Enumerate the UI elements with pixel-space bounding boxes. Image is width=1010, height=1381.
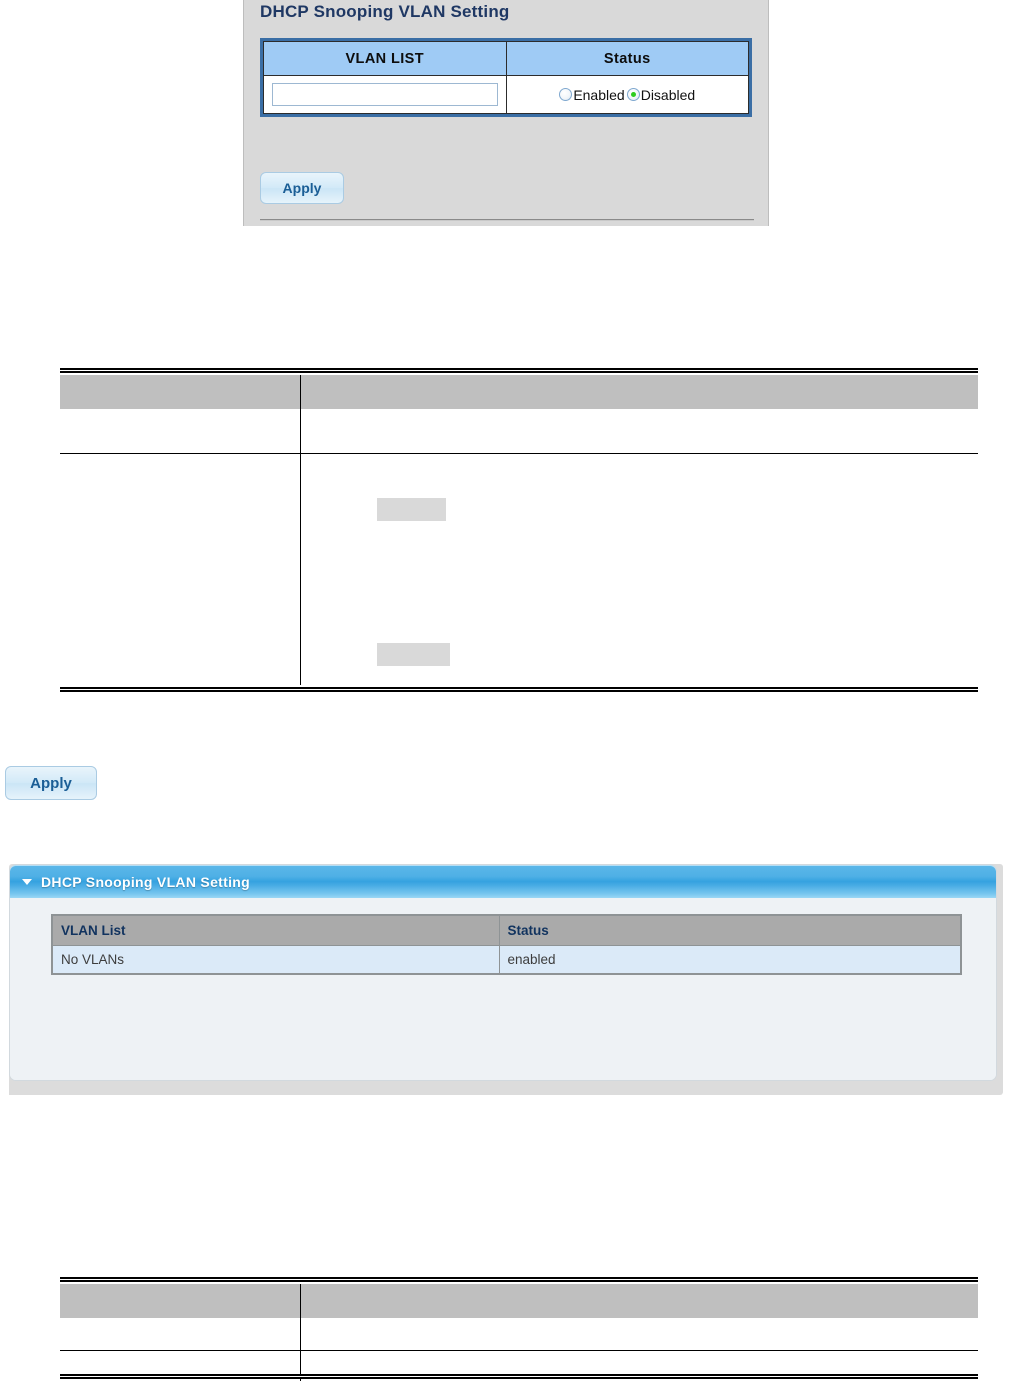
vlan-list-cell bbox=[263, 75, 507, 114]
redacted-chip-enabled bbox=[377, 498, 446, 521]
radio-disabled-icon[interactable] bbox=[626, 88, 640, 101]
description-table-top bbox=[60, 375, 978, 685]
bottom-table-double-rule bbox=[60, 1277, 978, 1282]
triangle-down-icon[interactable] bbox=[22, 878, 32, 885]
status-radio-group: Enabled Disabled bbox=[513, 87, 743, 103]
top-table-bottom-double-rule bbox=[60, 687, 978, 692]
dhcp-snooping-vlan-setting-widget: DHCP Snooping VLAN Setting VLAN List Sta… bbox=[9, 864, 997, 1081]
bottom-table-header-description bbox=[299, 1284, 978, 1318]
apply-button-standalone[interactable]: Apply bbox=[5, 766, 97, 800]
config-table-input-row: Enabled Disabled bbox=[263, 75, 749, 114]
bottom-table-row0-object bbox=[60, 1318, 300, 1350]
radio-option-disabled[interactable]: Disabled bbox=[626, 86, 696, 103]
config-panel-bottom-rule bbox=[260, 219, 754, 221]
radio-disabled-label: Disabled bbox=[640, 86, 696, 103]
top-table-header-object bbox=[60, 375, 300, 409]
description-table-bottom bbox=[60, 1284, 978, 1381]
radio-enabled-label: Enabled bbox=[573, 86, 625, 103]
top-table-double-rule bbox=[60, 368, 978, 373]
top-table-header-row bbox=[60, 375, 978, 409]
table-row bbox=[60, 453, 978, 685]
widget-footer-shadow bbox=[9, 1081, 441, 1095]
vlan-status-table: VLAN List Status No VLANs enabled bbox=[51, 914, 962, 975]
widget-body: VLAN List Status No VLANs enabled bbox=[10, 898, 996, 1080]
top-table-row1-object bbox=[60, 453, 300, 685]
vlan-status-column-status: Status bbox=[498, 914, 962, 946]
vlan-status-row0-status: enabled bbox=[498, 944, 962, 975]
apply-button[interactable]: Apply bbox=[260, 172, 344, 204]
config-panel-title: DHCP Snooping VLAN Setting bbox=[260, 2, 510, 21]
redacted-chip-disabled bbox=[377, 643, 450, 666]
status-cell: Enabled Disabled bbox=[505, 75, 749, 114]
table-row bbox=[60, 409, 978, 453]
top-table-header-description bbox=[299, 375, 978, 409]
widget-header[interactable]: DHCP Snooping VLAN Setting bbox=[10, 865, 996, 898]
vlan-list-input[interactable] bbox=[272, 83, 498, 106]
radio-enabled-icon[interactable] bbox=[559, 88, 573, 101]
bottom-table-row0-description bbox=[299, 1318, 978, 1350]
dhcp-snooping-vlan-setting-config-panel: DHCP Snooping VLAN Setting VLAN LIST Sta… bbox=[243, 0, 769, 226]
bottom-table-header-row bbox=[60, 1284, 978, 1318]
top-table-row0-description bbox=[299, 409, 978, 453]
vlan-status-column-vlan-list: VLAN List bbox=[51, 914, 500, 946]
table-row: No VLANs enabled bbox=[51, 944, 962, 975]
vlan-status-header-row: VLAN List Status bbox=[51, 914, 962, 946]
config-table: VLAN LIST Status Enabled bbox=[263, 41, 749, 114]
config-table-header-row: VLAN LIST Status bbox=[263, 41, 749, 76]
bottom-table-header-object bbox=[60, 1284, 300, 1318]
vlan-status-row0-vlan-list: No VLANs bbox=[51, 944, 500, 975]
bottom-table-bottom-double-rule bbox=[60, 1374, 978, 1379]
radio-option-enabled[interactable]: Enabled bbox=[559, 86, 625, 103]
column-header-vlan-list: VLAN LIST bbox=[263, 41, 507, 76]
column-header-status: Status bbox=[505, 41, 749, 76]
config-table-frame: VLAN LIST Status Enabled bbox=[260, 38, 752, 117]
top-table-row0-object bbox=[60, 409, 300, 453]
table-row bbox=[60, 1318, 978, 1350]
widget-header-title: DHCP Snooping VLAN Setting bbox=[41, 873, 250, 890]
